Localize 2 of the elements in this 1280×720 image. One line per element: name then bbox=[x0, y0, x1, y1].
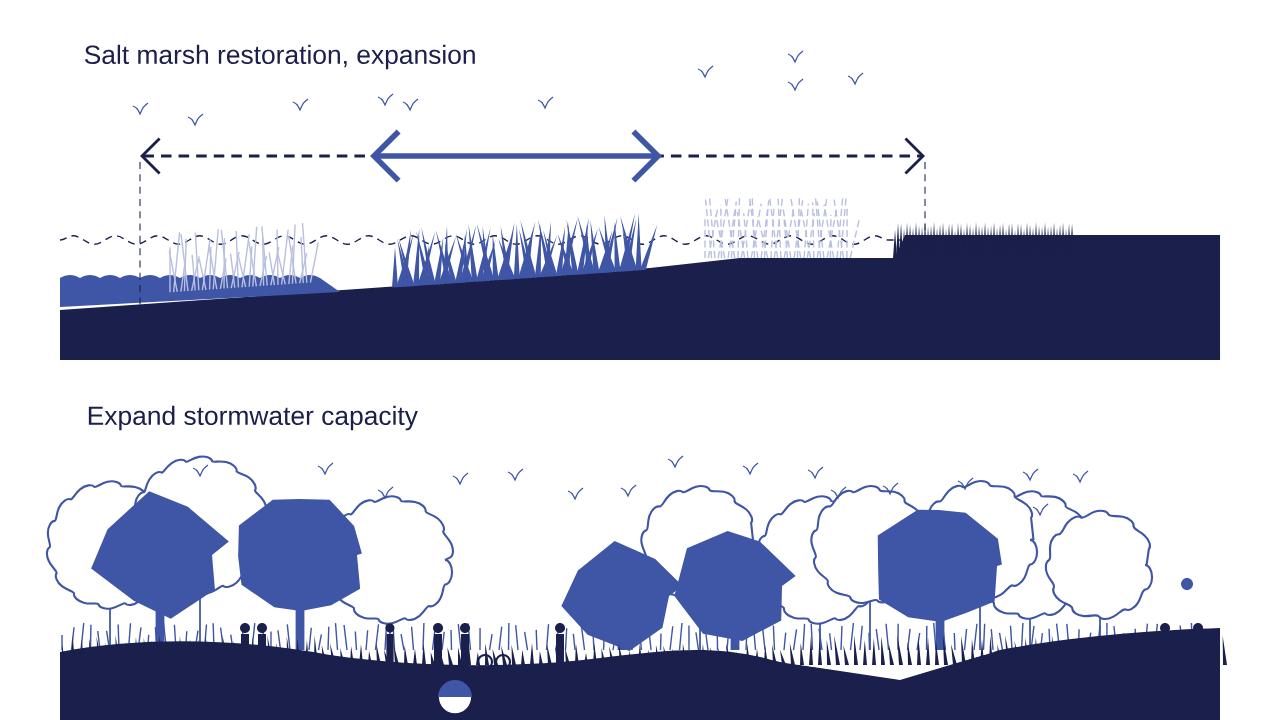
heading: Expand stormwater capacity bbox=[88, 405, 418, 431]
heading: Salt marsh restoration, expansion bbox=[84, 44, 475, 70]
